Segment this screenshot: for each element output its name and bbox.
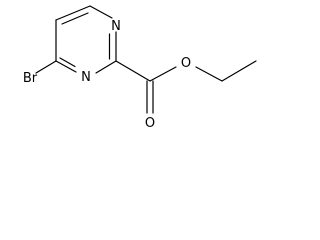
atom-label-n1: N: [111, 19, 121, 34]
pyrimidine-ring: [55, 5, 117, 74]
bond-n3-c4-inner: [59, 57, 76, 68]
bond-n3-c4: [55, 60, 77, 73]
atom-label-n3: N: [81, 70, 91, 85]
bond-carbonyl-c-ester-o: [149, 66, 177, 82]
bond-c5-c6-inner: [61, 12, 89, 25]
bond-ch2-ch3: [221, 60, 257, 82]
bond-c4-br: [35, 60, 57, 74]
bond-c6-n1: [89, 5, 113, 19]
bond-ester-o-ch2: [195, 66, 223, 82]
substituent-bonds: [35, 60, 257, 114]
atom-label-o-carbonyl: O: [145, 116, 155, 131]
atom-label-o-ester: O: [181, 56, 191, 71]
atom-label-br: Br: [23, 71, 38, 86]
atom-labels: N N Br O O: [23, 19, 191, 131]
bond-c5-c6: [55, 5, 91, 21]
bond-c2-carbonyl-c: [115, 60, 151, 82]
bond-c2-n3: [95, 60, 117, 74]
chemical-structure: N N Br O O: [23, 5, 257, 131]
